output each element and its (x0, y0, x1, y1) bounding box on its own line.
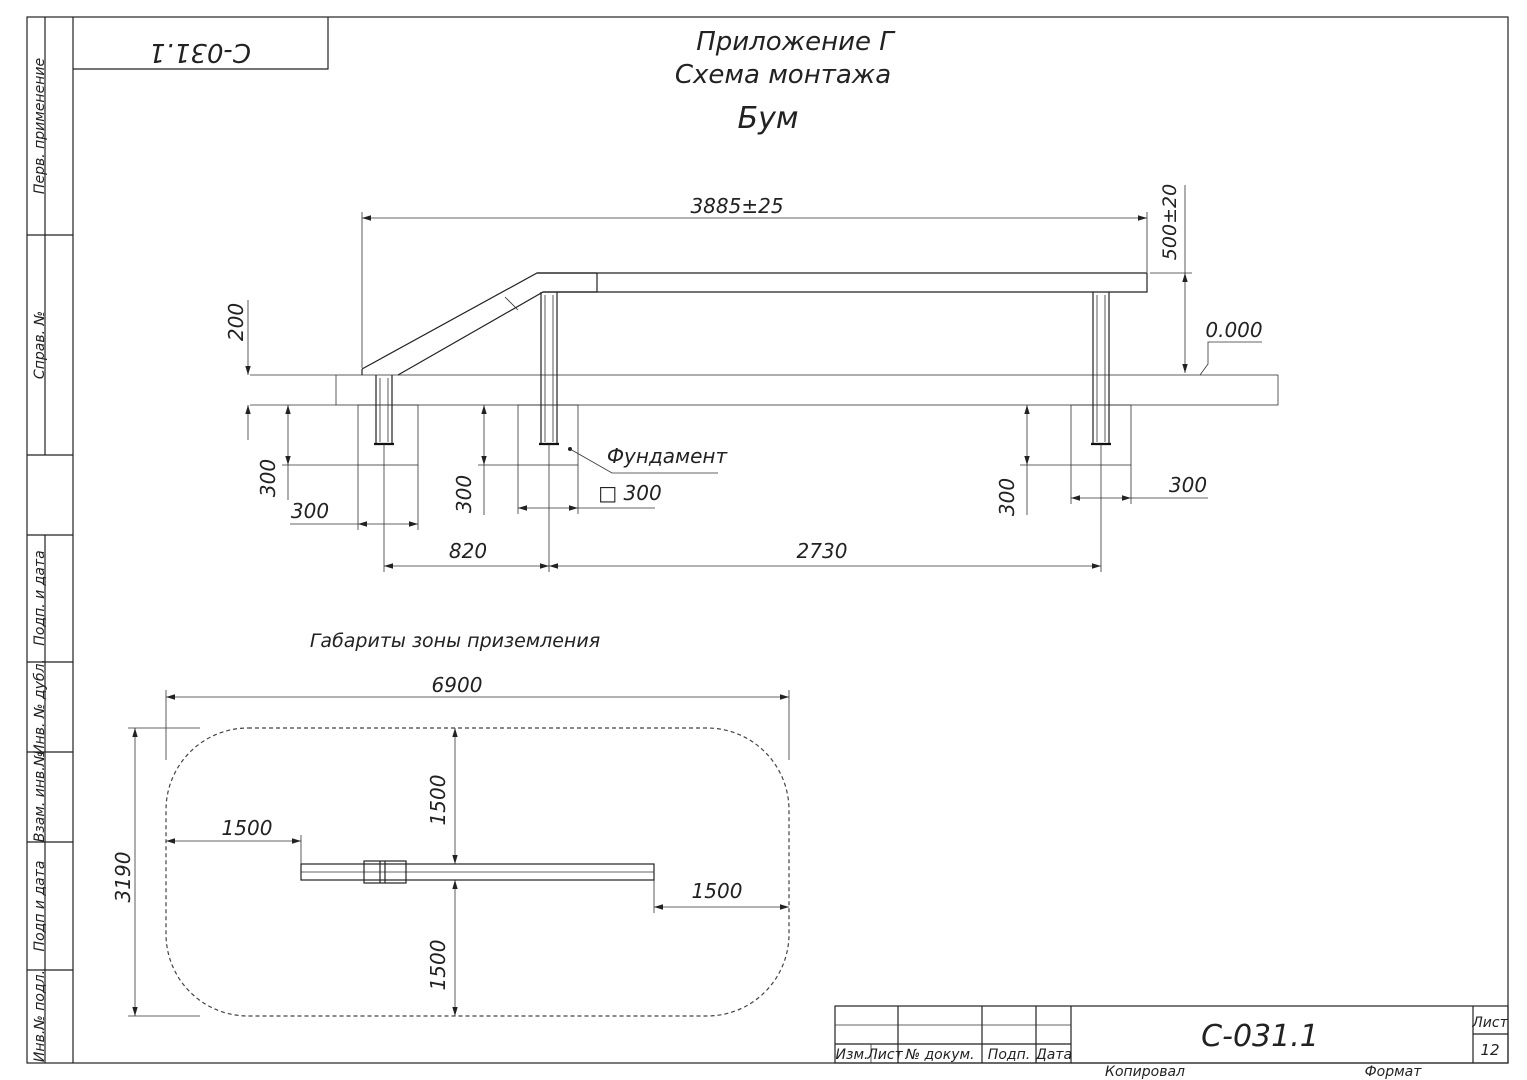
foundation-label: Фундамент (607, 444, 729, 468)
dim-300-right: 300 (1169, 473, 1207, 497)
tb-data: Дата (1035, 1047, 1072, 1063)
dim-300-left: 300 (291, 499, 329, 523)
post-2 (539, 292, 559, 446)
label-perv: Перв. применение (32, 58, 48, 194)
title-product: Бум (738, 101, 799, 136)
top-stamp: С-031.1 (73, 17, 329, 70)
outer-frame (26, 16, 1509, 1064)
plan-heading: Габариты зоны приземления (310, 630, 600, 652)
label-inv-podl: Инв.№ подл. (32, 970, 48, 1062)
tb-format: Формат (1365, 1064, 1423, 1080)
title-scheme: Схема монтажа (675, 60, 891, 90)
balance-beam (361, 272, 1148, 376)
dim-length: 3885±25 (690, 194, 783, 218)
beam-plan (300, 860, 655, 884)
dim-left: 1500 (222, 816, 273, 840)
ground-slab (335, 374, 1279, 406)
post-3 (1091, 292, 1111, 446)
dim-300-left-h: 300 (256, 459, 280, 497)
dim-2730: 2730 (797, 539, 848, 563)
foundation-size: □ 300 (598, 481, 661, 505)
dim-top: 1500 (426, 775, 450, 826)
stamp-code-rotated: С-031.1 (149, 37, 251, 67)
label-inv-dubl: Инв. № дубл. (32, 659, 48, 755)
dim-820: 820 (449, 539, 487, 563)
level-mark: 0.000 (1205, 318, 1262, 342)
tb-copied: Копировал (1105, 1064, 1185, 1080)
tb-code: С-031.1 (1201, 1019, 1319, 1054)
label-sprav: Справ. № (32, 311, 48, 379)
label-podp-data-1: Подп. и дата (32, 550, 48, 645)
dim-width: 6900 (432, 673, 483, 697)
tb-izm: Изм. (836, 1047, 869, 1063)
plan-view: Габариты зоны приземления 6900 3190 1500… (111, 630, 790, 1017)
dim-300-right-h: 300 (995, 478, 1019, 516)
dim-200: 200 (224, 303, 248, 341)
dim-height-plan: 3190 (111, 852, 135, 903)
dim-height: 500±20 (1159, 184, 1181, 260)
tb-sheet-label: Лист (1471, 1015, 1508, 1031)
tb-doc-no: № докум. (904, 1047, 974, 1063)
tb-podp: Подп. (988, 1047, 1030, 1063)
title-block: Изм. Лист № докум. Подп. Дата С-031.1 Ли… (834, 1005, 1509, 1080)
tb-sheet-number: 12 (1480, 1041, 1499, 1059)
left-margin-stamp: Перв. применение Справ. № Подп. и дата И… (27, 17, 73, 1063)
dim-right: 1500 (692, 879, 743, 903)
elevation-view: 3885±25 500±20 0.000 200 300 300 300 (224, 184, 1279, 572)
label-podp-data-2: Подп и дата (32, 861, 48, 952)
label-vzam: Взам. инв.№ (32, 752, 48, 843)
post-1 (374, 375, 394, 446)
title-appendix: Приложение Г (696, 27, 896, 57)
dim-300-mid: 300 (452, 475, 476, 513)
dim-bottom: 1500 (426, 940, 450, 991)
foundation-2 (517, 404, 579, 466)
tb-list: Лист (866, 1047, 903, 1063)
